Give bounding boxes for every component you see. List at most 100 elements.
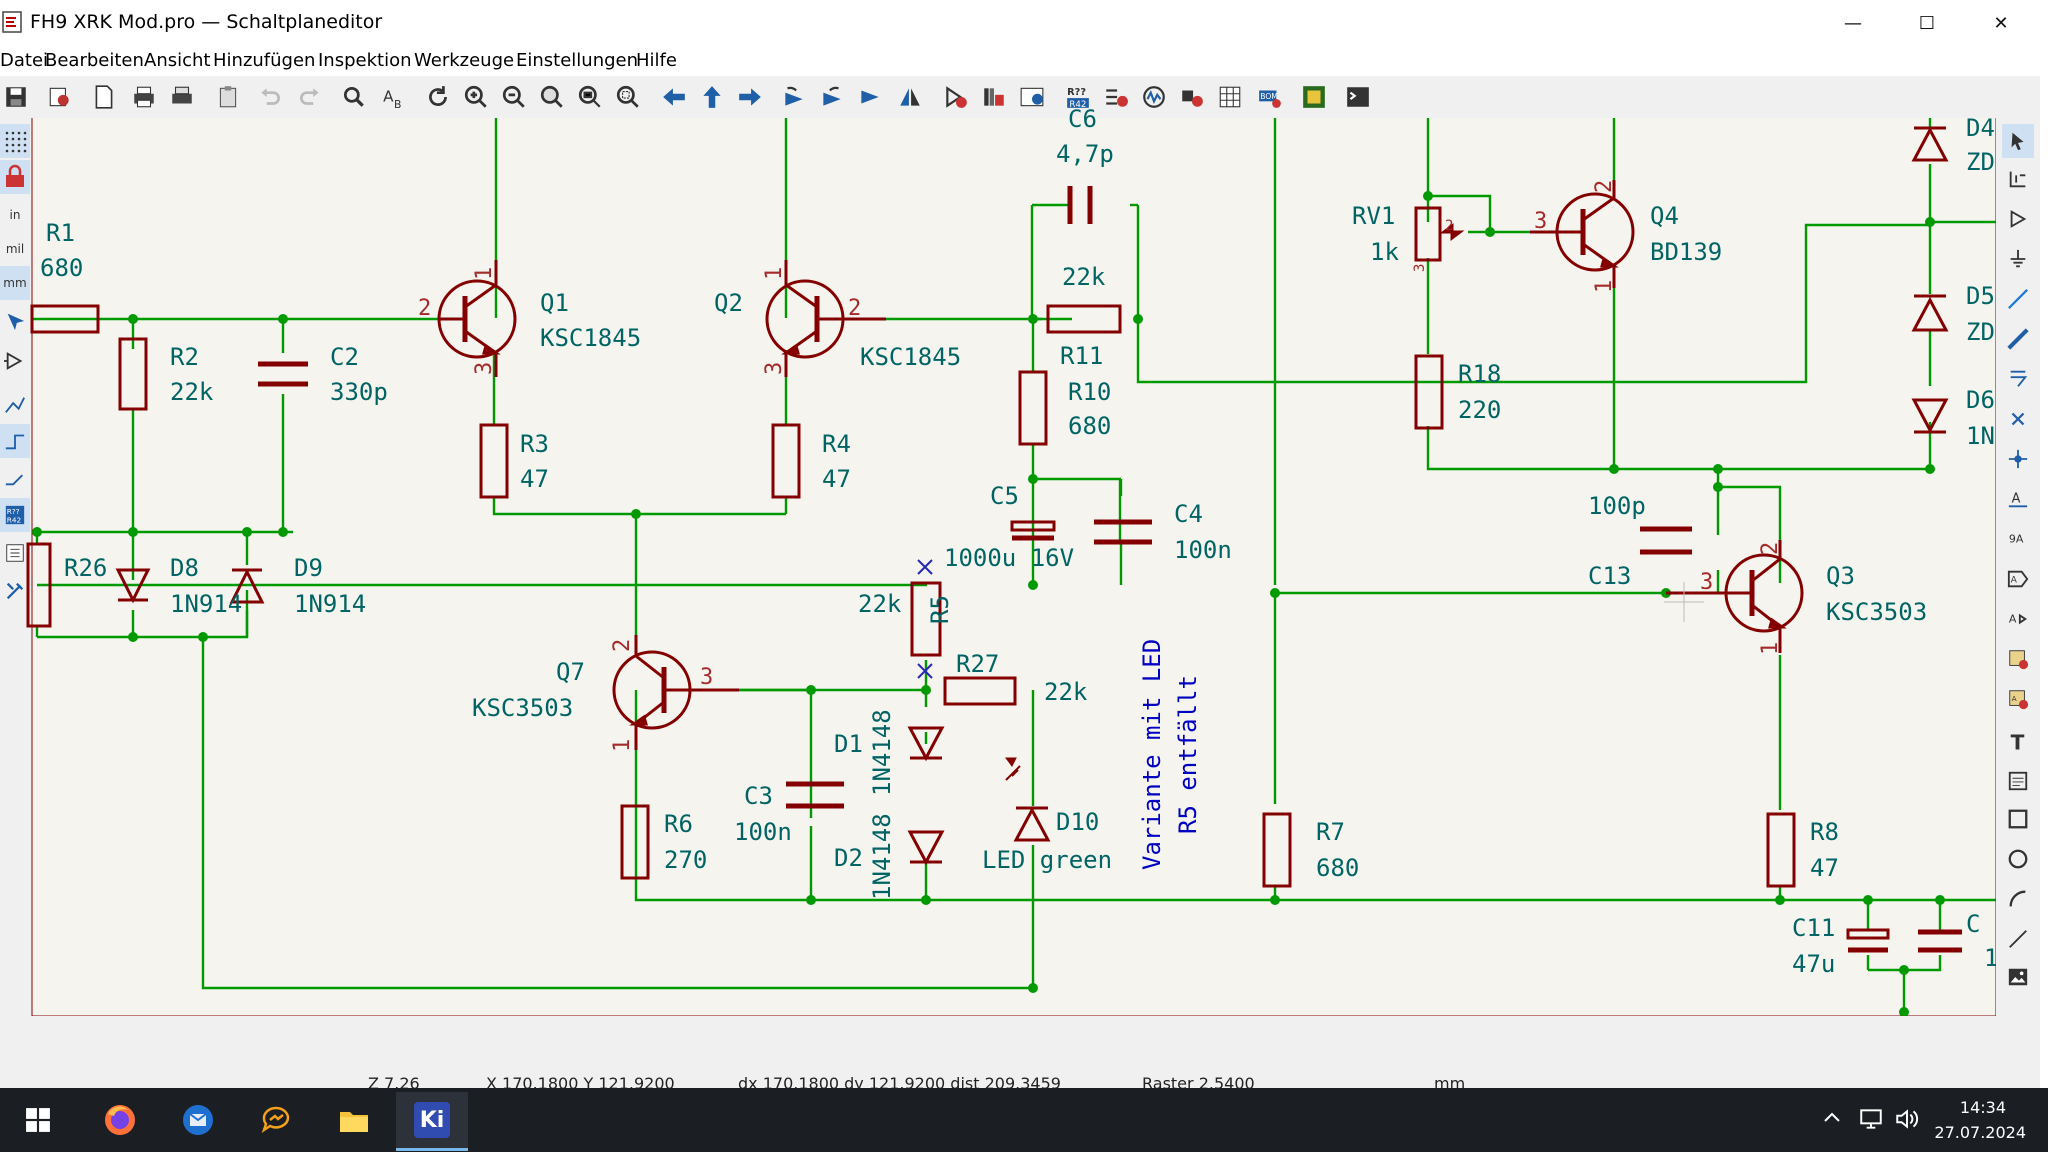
bom-icon[interactable]: BOM — [1254, 80, 1286, 114]
menu-hinzufuegen[interactable]: Hinzufügen — [213, 50, 316, 71]
grid-overrides-icon[interactable] — [0, 160, 30, 194]
zoom-out-icon[interactable] — [498, 80, 530, 114]
rotate-ccw-icon[interactable] — [778, 80, 810, 114]
units-mm-button[interactable]: mm — [0, 266, 30, 300]
zoom-fit-icon[interactable] — [536, 80, 568, 114]
menu-hilfe[interactable]: Hilfe — [636, 50, 677, 71]
svg-text:T: T — [2011, 730, 2025, 754]
navigate-forward-icon[interactable] — [734, 80, 766, 114]
q7-pin2: 2 — [610, 639, 635, 652]
erc-icon[interactable] — [1100, 80, 1132, 114]
add-label-icon[interactable]: A — [2002, 482, 2034, 516]
zoom-in-icon[interactable] — [460, 80, 492, 114]
file-explorer-taskbar-button[interactable] — [318, 1092, 390, 1148]
navigate-up-icon[interactable] — [696, 80, 728, 114]
close-button[interactable]: ✕ — [1993, 12, 2009, 34]
add-image-icon[interactable] — [2002, 960, 2034, 994]
mirror-vertical-icon[interactable] — [854, 80, 886, 114]
grid-toggle-icon[interactable] — [0, 124, 30, 158]
r4-ref: R4 — [822, 430, 851, 458]
rotate-cw-icon[interactable] — [816, 80, 848, 114]
properties-panel-icon[interactable] — [0, 574, 30, 608]
add-rectangle-icon[interactable] — [2002, 802, 2034, 836]
symbol-library-icon[interactable] — [978, 80, 1010, 114]
c11-value: 47u — [1792, 950, 1835, 978]
plot-icon[interactable] — [166, 80, 198, 114]
minimize-button[interactable]: — — [1844, 12, 1862, 34]
zoom-selection-icon[interactable] — [612, 80, 644, 114]
print-icon[interactable] — [128, 80, 160, 114]
kicad-app-icon[interactable] — [2, 10, 24, 34]
show-hidden-icons-button[interactable] — [1820, 1106, 1844, 1134]
add-line-icon[interactable] — [2002, 922, 2034, 956]
units-mils-button[interactable]: mil — [0, 232, 30, 266]
menu-datei[interactable]: Datei — [0, 50, 49, 71]
firefox-taskbar-button[interactable] — [84, 1092, 156, 1148]
menu-werkzeuge[interactable]: Werkzeuge — [414, 50, 515, 71]
navigate-back-icon[interactable] — [658, 80, 690, 114]
fields-table-icon[interactable] — [1214, 80, 1246, 114]
messenger-taskbar-button[interactable] — [240, 1092, 312, 1148]
add-junction-icon[interactable] — [2002, 442, 2034, 476]
maximize-button[interactable]: ☐ — [1918, 12, 1936, 34]
save-icon[interactable] — [0, 80, 32, 114]
clock-time[interactable]: 14:34 — [1959, 1098, 2006, 1117]
paste-icon[interactable] — [212, 80, 244, 114]
thunderbird-taskbar-button[interactable] — [162, 1092, 234, 1148]
q1-pin3: 3 — [472, 362, 497, 375]
pcb-editor-icon[interactable] — [1298, 80, 1330, 114]
add-hier-label-icon[interactable]: A — [2002, 602, 2034, 636]
r3-symbol — [479, 423, 509, 499]
annotate-icon[interactable] — [1016, 80, 1048, 114]
menu-inspektion[interactable]: Inspektion — [318, 50, 412, 71]
find-icon[interactable] — [338, 80, 370, 114]
annotation-toggle-icon[interactable]: R??R42 — [0, 498, 30, 532]
wire-angle-45-icon[interactable] — [0, 460, 30, 494]
wire-angle-90-icon[interactable] — [0, 424, 30, 458]
mirror-horizontal-icon[interactable] — [894, 80, 926, 114]
add-arc-icon[interactable] — [2002, 882, 2034, 916]
highlight-net-icon[interactable] — [2002, 162, 2034, 196]
schematic-setup-icon[interactable] — [44, 80, 76, 114]
assign-footprints-icon[interactable] — [1176, 80, 1208, 114]
menu-ansicht[interactable]: Ansicht — [144, 50, 211, 71]
symbol-editor-icon[interactable] — [940, 80, 972, 114]
kicad-taskbar-button[interactable]: Ki — [396, 1092, 468, 1151]
start-button[interactable] — [2, 1092, 74, 1148]
menu-einstellungen[interactable]: Einstellungen — [516, 50, 639, 71]
undo-icon[interactable] — [254, 80, 286, 114]
hierarchy-navigator-icon[interactable] — [0, 536, 30, 570]
schematic-canvas[interactable]: 2 1 3 2 1 3 3 2 1 3 2 1 3 2 1 2 3 R1 — [26, 105, 1998, 1017]
annotation-icon[interactable]: R??R42 — [1062, 80, 1094, 114]
cursor-style-icon[interactable] — [0, 304, 30, 338]
menu-bearbeiten[interactable]: Bearbeiten — [45, 50, 144, 71]
page-settings-icon[interactable] — [88, 80, 120, 114]
simulator-icon[interactable] — [1138, 80, 1170, 114]
import-sheet-pin-icon[interactable]: A — [2002, 682, 2034, 716]
network-status[interactable] — [1858, 1106, 1884, 1136]
add-power-icon[interactable] — [2002, 242, 2034, 276]
no-connect-icon[interactable] — [2002, 402, 2034, 436]
zoom-objects-icon[interactable] — [574, 80, 606, 114]
hidden-pins-icon[interactable] — [0, 344, 30, 378]
add-textbox-icon[interactable] — [2002, 764, 2034, 798]
volume-control[interactable] — [1894, 1106, 1920, 1136]
add-text-icon[interactable]: T — [2002, 724, 2034, 758]
add-symbol-icon[interactable] — [2002, 202, 2034, 236]
add-wire-icon[interactable] — [2002, 282, 2034, 316]
no-connect-markers — [917, 559, 933, 679]
clock-date[interactable]: 27.07.2024 — [1934, 1123, 2026, 1142]
select-tool-icon[interactable] — [2002, 124, 2034, 158]
add-global-label-icon[interactable]: A — [2002, 562, 2034, 596]
wire-angle-free-icon[interactable] — [0, 388, 30, 422]
add-sheet-icon[interactable] — [2002, 642, 2034, 676]
units-inches-button[interactable]: in — [0, 198, 30, 232]
add-net-class-icon[interactable]: 9A — [2002, 522, 2034, 556]
scripting-console-icon[interactable] — [1342, 80, 1374, 114]
add-circle-icon[interactable] — [2002, 842, 2034, 876]
refresh-icon[interactable] — [422, 80, 454, 114]
add-bus-icon[interactable] — [2002, 322, 2034, 356]
redo-icon[interactable] — [294, 80, 326, 114]
bus-entry-icon[interactable] — [2002, 362, 2034, 396]
